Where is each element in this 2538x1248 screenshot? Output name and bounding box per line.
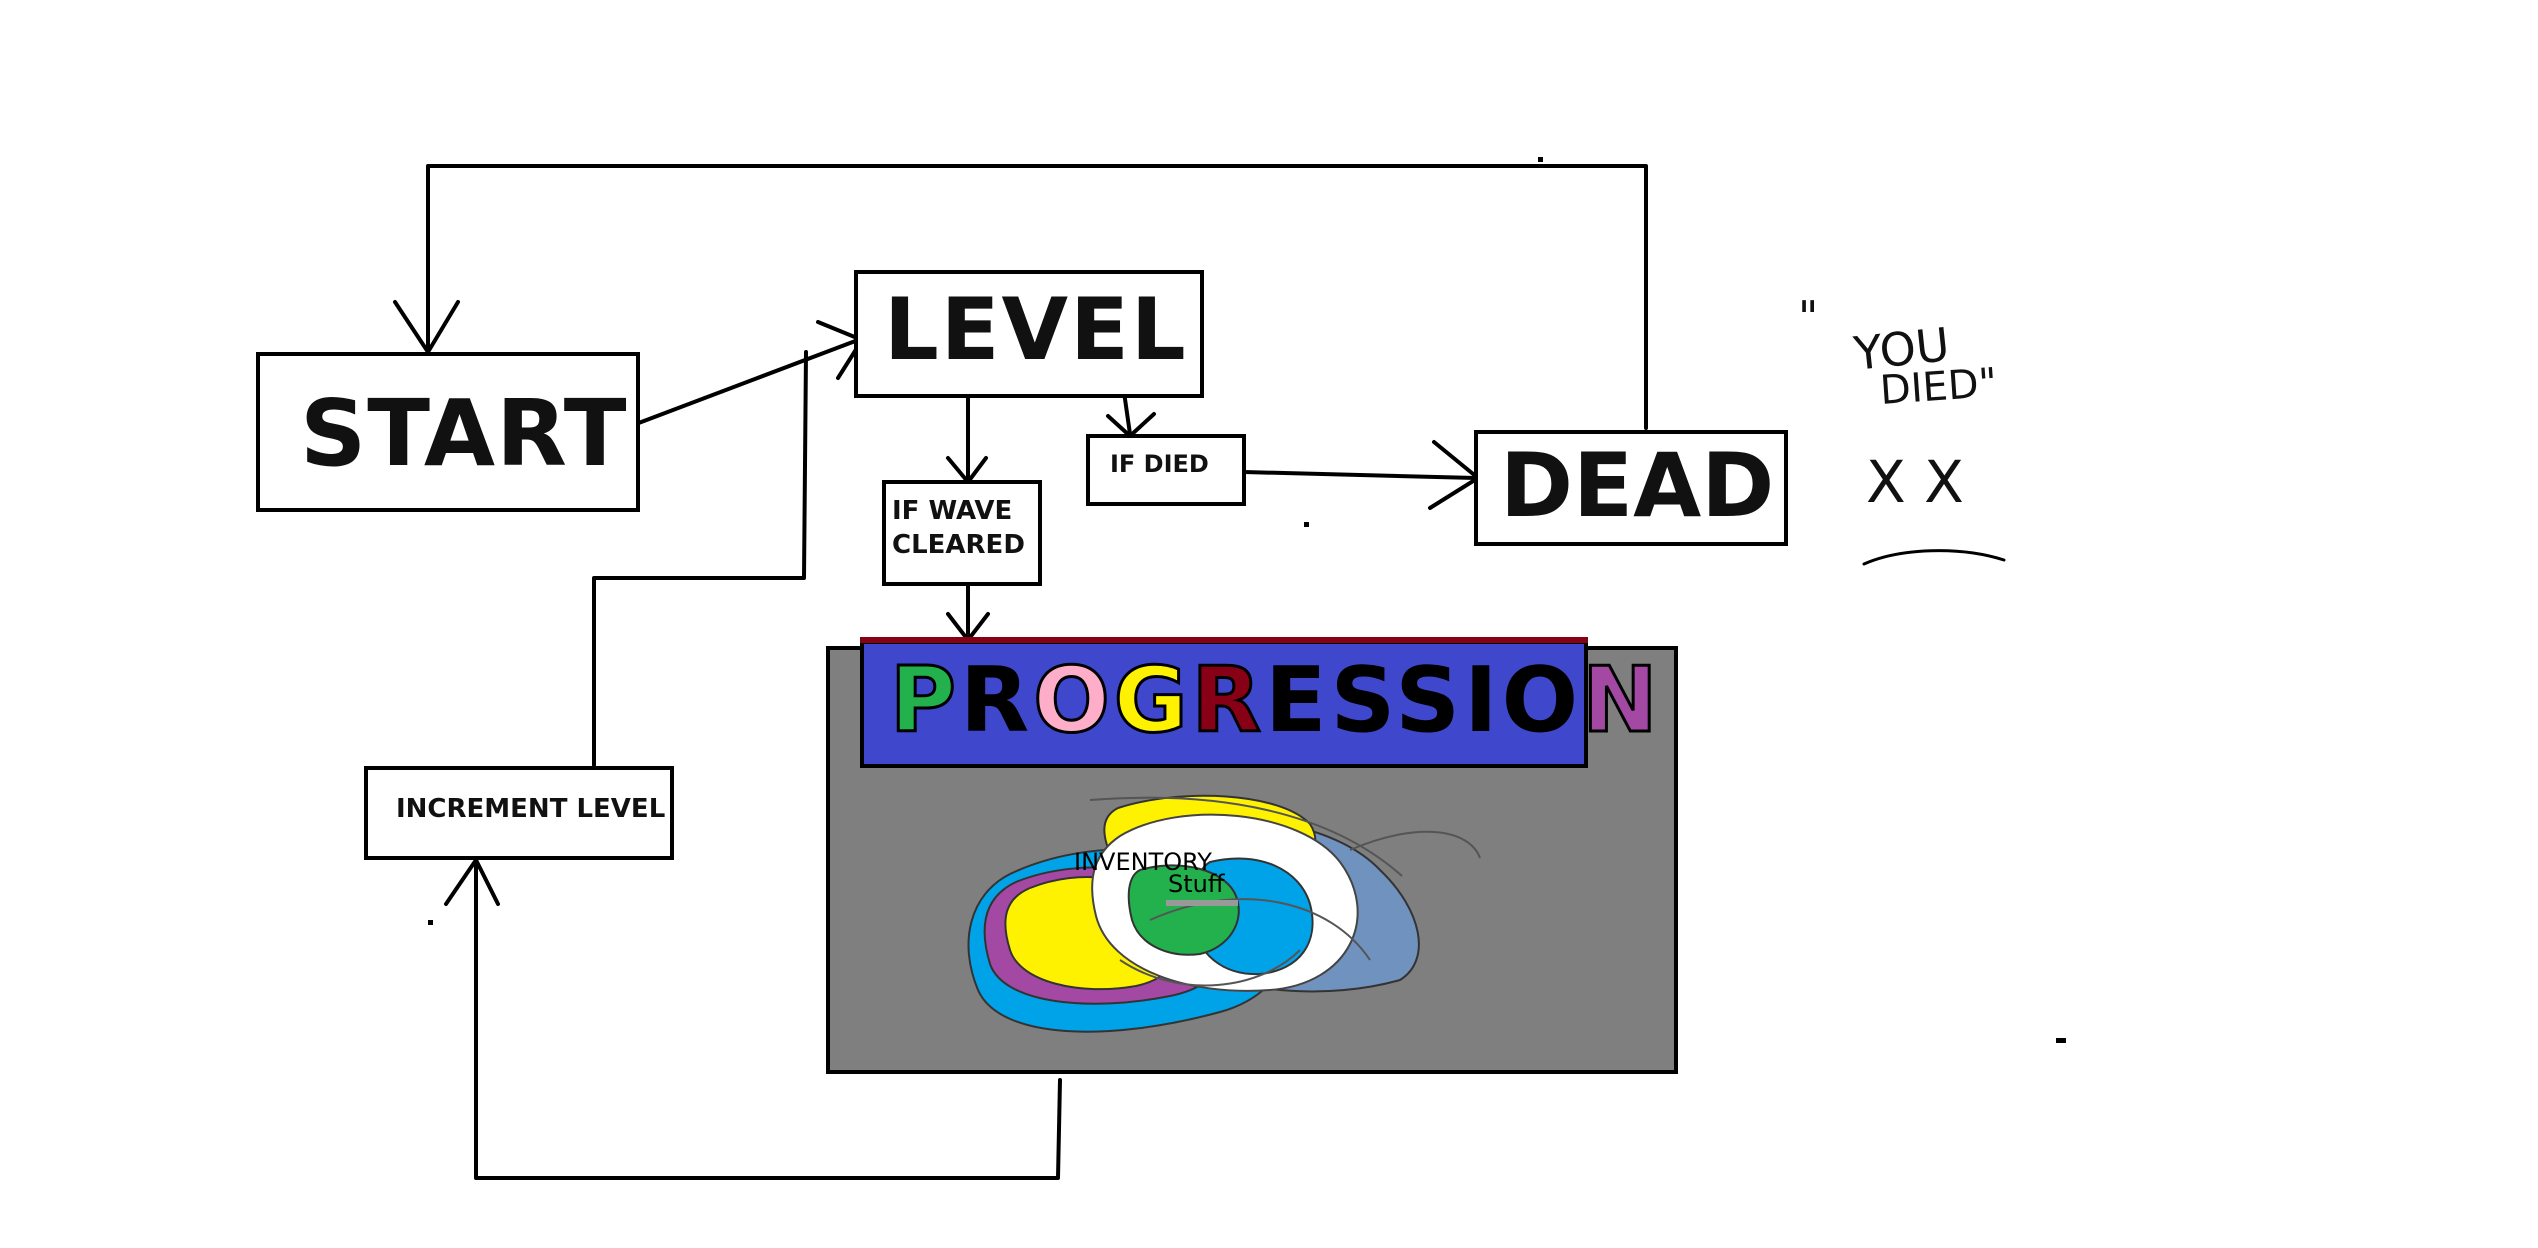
- if-died-node: [1086, 434, 1246, 506]
- progression-letter: I: [1464, 648, 1502, 753]
- if-wave-cleared-label-line2: CLEARED: [892, 530, 1025, 560]
- if-wave-cleared-box: [882, 480, 1042, 586]
- increment-to-level-line: [592, 350, 808, 767]
- level-node: [854, 270, 1204, 398]
- increment-level-box: [364, 766, 674, 860]
- stray-dot: [2056, 1038, 2066, 1043]
- start-node: [256, 352, 640, 512]
- progression-letter: S: [1395, 648, 1465, 753]
- progression-letter: G: [1112, 647, 1192, 755]
- died-handwriting: DIED": [1878, 359, 1999, 415]
- increment-level-node: [364, 766, 674, 860]
- if-wave-cleared-node: [882, 480, 1042, 586]
- level-label: LEVEL: [884, 280, 1188, 380]
- start-to-level-arrow: [634, 338, 860, 426]
- died-arrowhead: [1106, 412, 1156, 438]
- progression-letter: E: [1264, 648, 1331, 753]
- progression-title: PROGRESSION: [889, 647, 1662, 755]
- scribble-strokes: [1089, 796, 1481, 987]
- inventory-scribble: [967, 794, 1481, 1033]
- dead-to-start-loop: [426, 164, 1648, 430]
- dead-label: DEAD: [1500, 434, 1775, 537]
- progression-letter: N: [1581, 647, 1662, 755]
- inventory-label: INVENTORY: [1074, 848, 1212, 876]
- progression-label: PROGRESSION: [889, 647, 1662, 755]
- dead-node: [1474, 430, 1788, 546]
- stuff-label: Stuff: [1168, 870, 1225, 898]
- x-eyes-handwriting: X X: [1866, 448, 1964, 516]
- died-to-dead-arrow: [1242, 470, 1478, 480]
- sad-mouth: [1862, 549, 2006, 566]
- stray-marks: [428, 157, 2066, 1043]
- quote-open-handwriting: ": [1798, 292, 1819, 343]
- progression-letter: R: [1190, 647, 1265, 755]
- if-died-label: IF DIED: [1110, 450, 1209, 478]
- stray-dot: [1538, 157, 1543, 162]
- progression-letter: O: [1032, 647, 1114, 755]
- if-wave-cleared-label-line1: IF WAVE: [892, 496, 1013, 526]
- increment-arrowhead: [444, 858, 500, 906]
- progression-letter: O: [1501, 648, 1583, 753]
- progression-to-increment-loop: [474, 860, 1062, 1180]
- start-box: [256, 352, 640, 512]
- you-died-doodle: [1862, 549, 2006, 566]
- progression-letter: R: [959, 648, 1034, 753]
- blob-green: [1127, 864, 1240, 956]
- progression-letter: S: [1330, 648, 1396, 753]
- progression-letter: P: [889, 647, 960, 755]
- start-label: START: [300, 380, 628, 487]
- dead-box: [1474, 430, 1788, 546]
- stray-dot: [1304, 522, 1309, 527]
- level-to-died-arrow: [1122, 390, 1132, 436]
- stray-dot: [428, 920, 433, 925]
- increment-level-label: INCREMENT LEVEL: [396, 794, 666, 824]
- if-died-box: [1086, 434, 1246, 506]
- scribble-gray-bar: [1166, 900, 1238, 906]
- level-box: [854, 270, 1204, 398]
